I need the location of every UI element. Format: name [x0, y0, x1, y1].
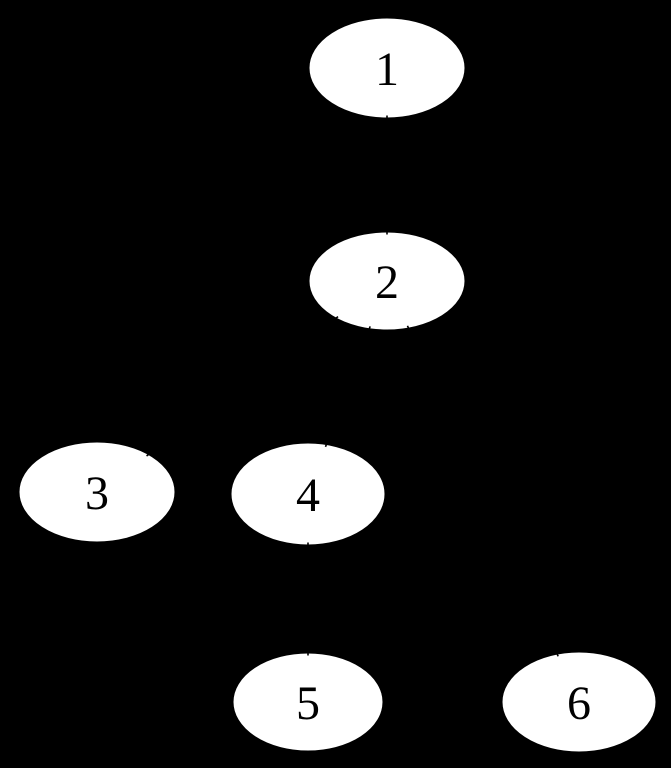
- graph-node-ellipse-3: [18, 441, 176, 543]
- graph-edge-2-6: [406, 325, 559, 657]
- graph-node-label-5: 5: [296, 677, 320, 730]
- graph-node-label-2: 2: [375, 256, 399, 309]
- graph-node-ellipse-6: [501, 651, 657, 753]
- graph-edge-2-4: [324, 326, 371, 448]
- graph-node-label-6: 6: [567, 677, 591, 730]
- graph-edge-2-3: [146, 315, 339, 457]
- graph-node-label-1: 1: [375, 43, 399, 96]
- graph-node-label-3: 3: [85, 467, 109, 520]
- graph-node-label-4: 4: [296, 469, 320, 522]
